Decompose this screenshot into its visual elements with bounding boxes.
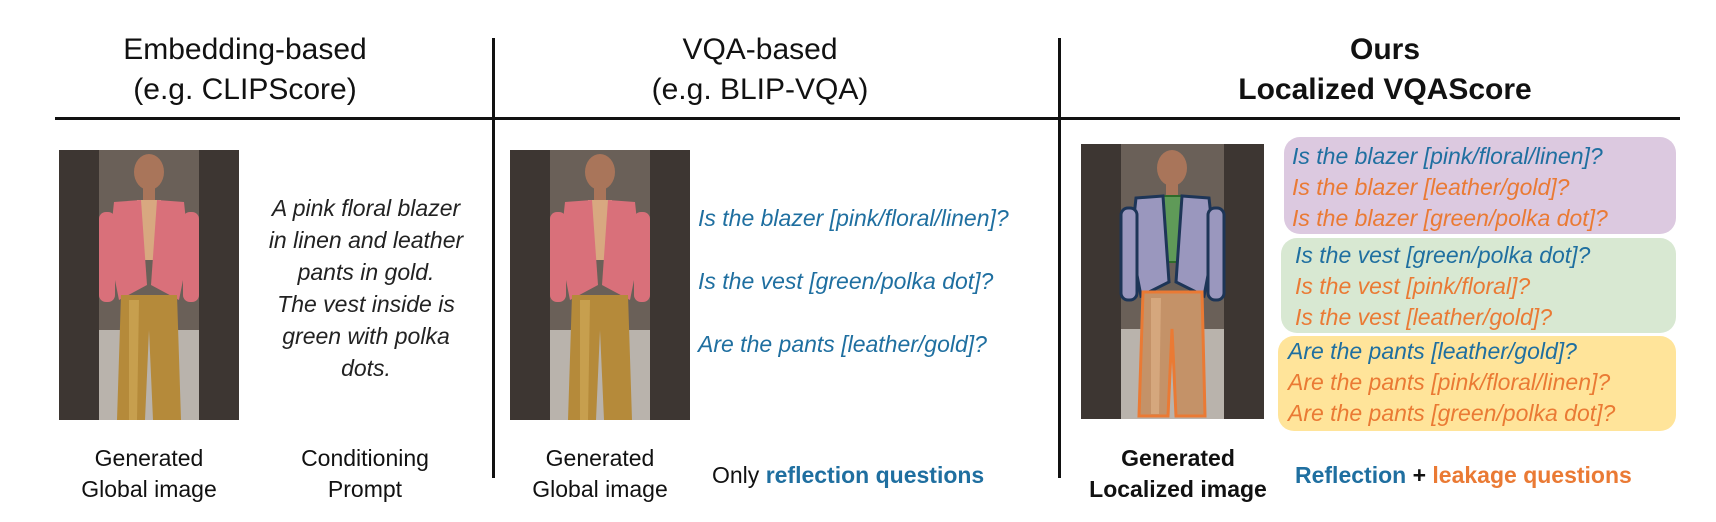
pants-question-box <box>1278 336 1676 431</box>
ours-question-blazer-leakage: Is the blazer [green/polka dot]? <box>1292 205 1608 231</box>
prompt-line: in linen and leather <box>268 227 464 253</box>
ours-question-vest-leakage: Is the vest [leather/gold]? <box>1295 304 1552 330</box>
vqa-column-title: VQA-based (e.g. BLIP-VQA) <box>610 30 910 110</box>
column-divider-2 <box>1058 38 1061 478</box>
prompt-line: green with polka <box>282 323 450 349</box>
ours-legend: Reflection + leakage questions <box>1295 460 1632 491</box>
header-divider <box>55 117 1680 120</box>
generated-global-image-2 <box>510 150 690 420</box>
caption-localized-image: Generated Localized image <box>1078 443 1278 505</box>
caption-line: Generated <box>1121 445 1235 471</box>
generated-localized-image <box>1081 144 1264 419</box>
vqa-legend-prefix: Only <box>712 462 766 488</box>
ours-question-pants-leakage: Are the pants [green/polka dot]? <box>1288 400 1616 426</box>
prompt-line: The vest inside is <box>277 291 455 317</box>
ours-question-blazer-reflection: Is the blazer [pink/floral/linen]? <box>1292 143 1603 169</box>
caption-line: Conditioning <box>301 445 429 471</box>
ours-question-pants-reflection: Are the pants [leather/gold]? <box>1288 338 1577 364</box>
prompt-line: A pink floral blazer <box>271 195 461 221</box>
ours-legend-reflection: Reflection <box>1295 462 1407 488</box>
blazer-question-box <box>1284 137 1676 234</box>
caption-conditioning-prompt: Conditioning Prompt <box>275 443 455 505</box>
ours-column-title: Ours Localized VQAScore <box>1215 30 1555 110</box>
caption-line: Global image <box>532 476 668 502</box>
ours-title-line1: Ours <box>1349 33 1421 66</box>
vqa-question-blazer: Is the blazer [pink/floral/linen]? <box>698 205 1009 231</box>
ours-question-pants-leakage: Are the pants [pink/floral/linen]? <box>1288 369 1611 395</box>
vqa-title-line1: VQA-based <box>682 33 838 66</box>
ours-title-line2: Localized VQAScore <box>1238 73 1532 106</box>
embedding-title-line1: Embedding-based <box>123 33 367 66</box>
ours-legend-plus: + <box>1406 462 1433 488</box>
caption-line: Localized image <box>1089 476 1267 502</box>
prompt-line: dots. <box>341 355 391 381</box>
caption-line: Generated <box>545 445 655 471</box>
caption-line: Prompt <box>327 476 403 502</box>
caption-global-image-2: Generated Global image <box>510 443 690 505</box>
ours-question-vest-reflection: Is the vest [green/polka dot]? <box>1295 242 1591 268</box>
vqa-legend-reflection: reflection questions <box>765 462 985 488</box>
ours-question-vest-leakage: Is the vest [pink/floral]? <box>1295 273 1531 299</box>
embedding-column-title: Embedding-based (e.g. CLIPScore) <box>95 30 395 110</box>
generated-global-image-1 <box>59 150 239 420</box>
caption-line: Global image <box>81 476 217 502</box>
ours-question-blazer-leakage: Is the blazer [leather/gold]? <box>1292 174 1570 200</box>
caption-global-image-1: Generated Global image <box>59 443 239 505</box>
ours-legend-leakage: leakage questions <box>1432 462 1632 488</box>
prompt-line: pants in gold. <box>297 259 435 285</box>
column-divider-1 <box>492 38 495 478</box>
vqa-legend: Only reflection questions <box>712 460 984 491</box>
vqa-title-line2: (e.g. BLIP-VQA) <box>651 73 869 106</box>
vqa-question-vest: Is the vest [green/polka dot]? <box>698 268 994 294</box>
embedding-title-line2: (e.g. CLIPScore) <box>133 73 357 106</box>
vqa-question-pants: Are the pants [leather/gold]? <box>698 331 987 357</box>
caption-line: Generated <box>94 445 204 471</box>
vest-question-box <box>1281 238 1676 333</box>
conditioning-prompt-text: A pink floral blazer in linen and leathe… <box>248 192 484 384</box>
